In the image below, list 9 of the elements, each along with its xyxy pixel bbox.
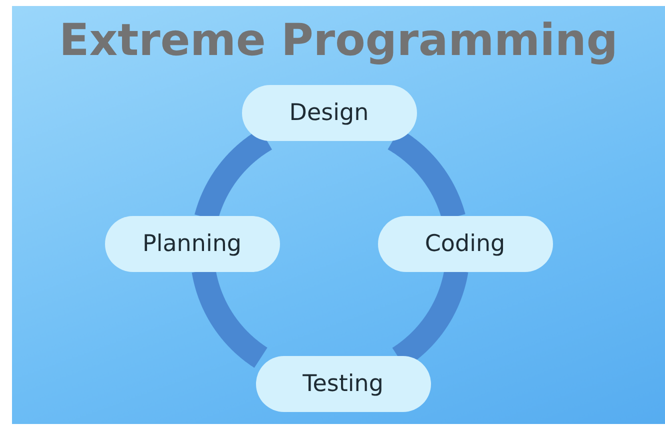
stage-label: Testing <box>302 371 384 397</box>
stage-pill <box>242 85 416 141</box>
title: Extreme Programming <box>58 14 619 68</box>
stage-label: Coding <box>424 231 506 257</box>
stage-pill <box>256 356 430 412</box>
stage-pill <box>104 216 280 272</box>
stage-label: Planning <box>142 231 242 257</box>
stage-pill <box>378 216 552 272</box>
stage-label: Design <box>289 100 369 126</box>
